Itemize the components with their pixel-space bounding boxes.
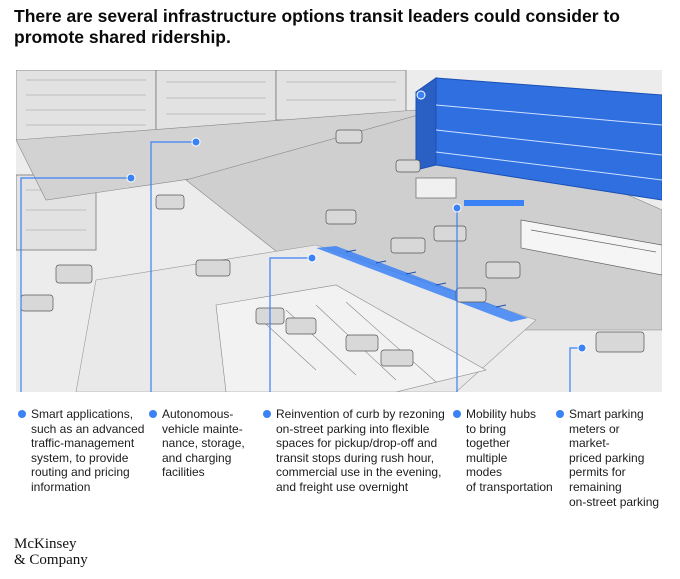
callout-text: Smart applications, such as an advanced …	[31, 407, 145, 494]
callout-av-facilities: Autonomous- vehicle mainte- nance, stora…	[149, 407, 260, 480]
leader-lines	[20, 95, 582, 392]
callout-text: Reinvention of curb by rezoning on-stree…	[276, 407, 445, 494]
window-grid	[26, 79, 396, 231]
callout-smart-applications: Smart applications, such as an advanced …	[18, 407, 149, 495]
callout-text: Autonomous- vehicle mainte- nance, stora…	[162, 407, 245, 480]
leader-dots	[126, 90, 587, 353]
bus	[520, 219, 662, 276]
mckinsey-logo: McKinsey & Company	[14, 536, 88, 568]
callout-bullet-icon	[453, 410, 461, 418]
callout-text: Smart parking meters or market- priced p…	[569, 407, 660, 509]
callout-bullet-icon	[556, 410, 564, 418]
transit-shelter	[415, 177, 457, 199]
left-buildings	[16, 70, 407, 251]
flex-curb-lane	[316, 246, 528, 322]
callout-mobility-hubs: Mobility hubs to bring together multiple…	[453, 407, 566, 495]
callout-text: Mobility hubs to bring together multiple…	[466, 407, 553, 494]
callout-bullet-icon	[149, 410, 157, 418]
callout-curb-reinvention: Reinvention of curb by rezoning on-stree…	[263, 407, 456, 495]
callout-bullet-icon	[18, 410, 26, 418]
callout-bullet-icon	[263, 410, 271, 418]
callout-smart-parking: Smart parking meters or market- priced p…	[556, 407, 675, 509]
page-title: There are several infrastructure options…	[14, 6, 620, 47]
parking-garage	[415, 77, 662, 201]
city-illustration	[16, 70, 662, 392]
bike-station	[464, 200, 524, 206]
